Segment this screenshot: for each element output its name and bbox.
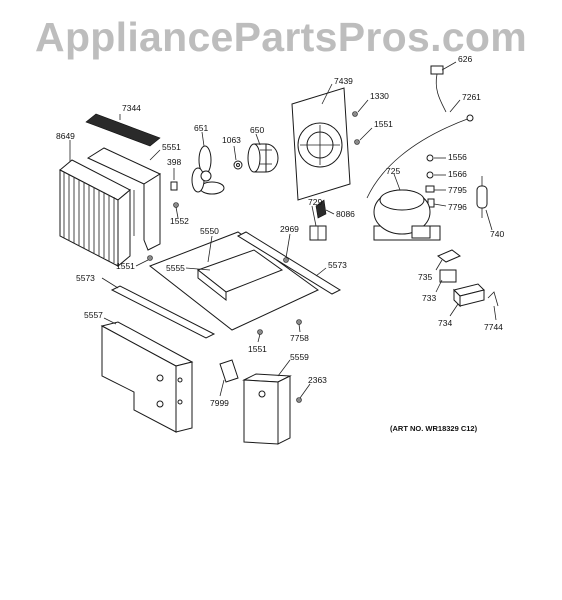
part-7744 [487,291,499,307]
label-733: 733 [422,293,436,303]
grommet-1566-part [426,171,434,179]
label-1330: 1330 [370,91,389,101]
screw-1330-part [352,111,358,117]
label-1551-c: 1551 [248,344,267,354]
label-1063: 1063 [222,135,241,145]
insulation-strip-part [85,113,161,147]
label-650: 650 [250,125,264,135]
label-626: 626 [458,54,472,64]
label-2969: 2969 [280,224,299,234]
clip-8086-part [315,199,327,219]
screw-1551-left-part [147,255,153,261]
side-panel-5557-part [100,321,194,433]
part-734 [453,283,485,308]
sleeve-7795-part [425,185,435,193]
label-7999: 7999 [210,398,229,408]
label-5559: 5559 [290,352,309,362]
watermark-logo: AppliancePartsPros.com [35,14,527,60]
label-7796: 7796 [448,202,467,212]
label-7344: 7344 [122,103,141,113]
label-5550: 5550 [200,226,219,236]
power-cord-part [430,65,447,113]
label-2363: 2363 [308,375,327,385]
label-7261: 7261 [462,92,481,102]
fan-motor-part [247,143,279,173]
rail-right-part [236,231,342,295]
label-5555: 5555 [166,263,185,273]
label-5557: 5557 [84,310,103,320]
label-5551-a: 5551 [162,142,181,152]
leader-lines [69,61,497,399]
grommet-1556-part [426,154,434,162]
label-5573-a: 5573 [76,273,95,283]
part-735 [437,249,461,263]
screw-398-part [170,181,178,191]
relay-729-part [309,225,327,241]
label-7795: 7795 [448,185,467,195]
label-725: 725 [386,166,400,176]
screw-7758-part [296,319,302,325]
label-1551-a: 1551 [374,119,393,129]
screw-1551-lower-part [257,329,263,335]
label-651: 651 [194,123,208,133]
label-8086: 8086 [336,209,355,219]
screw-2969-part [283,257,289,263]
label-5573-b: 5573 [328,260,347,270]
base-pan-part [148,231,319,331]
side-panel-5559-part [242,373,292,445]
condenser-coil-part [59,159,131,268]
label-7758: 7758 [290,333,309,343]
screw-1551-top-part [354,139,360,145]
screw-2363-part [296,397,302,403]
label-740: 740 [490,229,504,239]
label-1556: 1556 [448,152,467,162]
label-734: 734 [438,318,452,328]
art-number: (ART NO. WR18329 C12) [390,424,478,433]
part-733 [439,269,457,283]
label-7744: 7744 [484,322,503,332]
screw-1552-part [173,202,179,208]
label-1566: 1566 [448,169,467,179]
shroud-bracket-part [86,147,162,251]
label-1551-b: 1551 [116,261,135,271]
label-1552: 1552 [170,216,189,226]
drier-part [476,176,488,218]
nut-1063-part [233,160,243,170]
label-398: 398 [167,157,181,167]
label-7439: 7439 [334,76,353,86]
label-8649: 8649 [56,131,75,141]
label-735: 735 [418,272,432,282]
fan-blade-part [191,145,225,195]
label-729: 729 [308,197,322,207]
compressor-part [373,189,441,241]
motor-bracket-part [291,87,351,201]
capillary-tube-part [366,114,474,199]
part-7999 [219,359,239,383]
